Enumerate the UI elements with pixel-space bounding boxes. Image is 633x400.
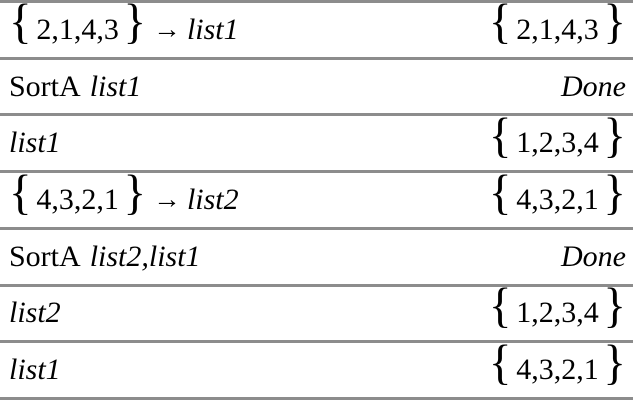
expression-result[interactable]: {1,2,3,4}	[488, 283, 626, 334]
store-arrow-icon: →	[153, 182, 181, 214]
expression-input[interactable]: list1	[9, 353, 61, 387]
history-row-7[interactable]: list1 {4,3,2,1}	[0, 340, 633, 398]
command-keyword: SortA	[9, 69, 81, 103]
expression-result[interactable]: Done	[561, 240, 626, 274]
expression-input[interactable]: {2,1,4,3}→list1	[9, 3, 239, 50]
list-values: 4,3,2,1	[516, 353, 599, 387]
list-values: 2,1,4,3	[36, 12, 119, 46]
variable-name: list1	[89, 69, 142, 103]
expression-result[interactable]: {4,3,2,1}	[488, 340, 626, 390]
list-values: 1,2,3,4	[516, 296, 599, 330]
history-row-1[interactable]: {2,1,4,3}→list1 {2,1,4,3}	[0, 3, 633, 57]
history-row-6[interactable]: list2 {1,2,3,4}	[0, 283, 633, 341]
expression-result[interactable]: {4,3,2,1}	[488, 170, 626, 220]
variable-name: list1	[186, 12, 239, 46]
variable-name: list2,list1	[89, 239, 201, 273]
list-values: 4,3,2,1	[516, 183, 599, 217]
expression-input[interactable]: list1	[9, 126, 61, 160]
expression-result[interactable]: Done	[561, 70, 626, 104]
history-row-3[interactable]: list1 {1,2,3,4}	[0, 113, 633, 171]
history-row-4[interactable]: {4,3,2,1}→list2 {4,3,2,1}	[0, 170, 633, 227]
command-keyword: SortA	[9, 239, 81, 273]
expression-result[interactable]: {1,2,3,4}	[488, 113, 626, 163]
list-values: 4,3,2,1	[36, 183, 119, 217]
variable-name: list1	[9, 353, 61, 387]
variable-name: list2	[9, 296, 61, 330]
variable-name: Done	[561, 239, 626, 273]
variable-name: Done	[561, 69, 626, 103]
variable-name: list2	[186, 183, 239, 217]
store-arrow-icon: →	[153, 12, 181, 44]
expression-input[interactable]: {4,3,2,1}→list2	[9, 170, 239, 220]
list-values: 1,2,3,4	[516, 126, 599, 160]
variable-name: list1	[9, 126, 61, 160]
expression-result[interactable]: {2,1,4,3}	[488, 3, 626, 50]
list-values: 2,1,4,3	[516, 12, 599, 46]
expression-input[interactable]: list2	[9, 296, 61, 330]
